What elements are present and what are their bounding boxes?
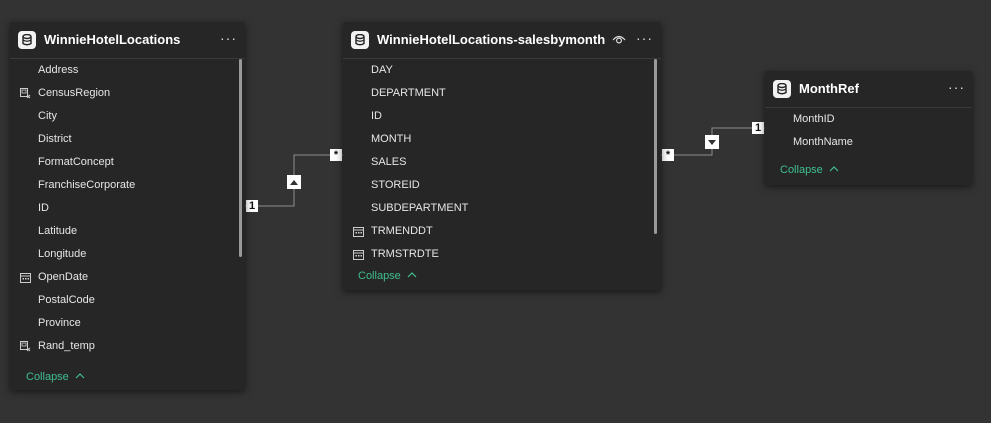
more-options-icon[interactable]: ··· (220, 30, 237, 46)
arrow-up-icon[interactable] (287, 175, 301, 189)
chevron-up-icon (407, 272, 417, 278)
field-item[interactable]: ID (38, 202, 49, 214)
field-item[interactable]: SUBDEPARTMENT (371, 202, 469, 214)
field-item[interactable]: Longitude (38, 248, 87, 260)
field-item[interactable]: Address (38, 64, 79, 76)
field-item[interactable]: SALES (371, 156, 407, 168)
field-item[interactable]: DAY (371, 64, 393, 76)
table-card-monthref[interactable]: MonthRef ··· MonthID MonthName Collapse (765, 71, 972, 185)
field-item[interactable]: MonthID (793, 113, 835, 125)
field-item[interactable]: OpenDate (10, 266, 245, 289)
field-item[interactable]: PostalCode (38, 294, 95, 306)
table-header[interactable]: MonthRef ··· (765, 71, 972, 108)
field-item[interactable]: District (38, 133, 72, 145)
field-item[interactable]: MONTH (371, 133, 412, 145)
eye-icon[interactable] (612, 33, 626, 45)
table-title: MonthRef (799, 81, 859, 96)
collapse-link[interactable]: Collapse (780, 164, 839, 176)
field-item[interactable]: Province (38, 317, 81, 329)
field-item[interactable]: ID (371, 110, 382, 122)
more-options-icon[interactable]: ··· (636, 30, 653, 46)
hierarchy-icon (20, 88, 31, 99)
calendar-icon (353, 250, 364, 260)
field-item[interactable]: DEPARTMENT (371, 87, 446, 99)
scrollbar[interactable] (239, 59, 242, 257)
cardinality-one-label[interactable]: 1 (246, 200, 258, 212)
database-icon (18, 31, 36, 49)
field-item[interactable]: Latitude (38, 225, 78, 237)
collapse-link[interactable]: Collapse (358, 270, 417, 282)
cardinality-many-label[interactable]: * (330, 149, 342, 161)
hierarchy-icon (20, 341, 31, 352)
field-item[interactable]: MonthName (793, 136, 853, 148)
database-icon (351, 31, 369, 49)
calendar-icon (353, 227, 364, 237)
table-title: WinnieHotelLocations (44, 32, 181, 47)
field-item[interactable]: FormatConcept (38, 156, 114, 168)
field-item[interactable]: STOREID (371, 179, 420, 191)
more-options-icon[interactable]: ··· (948, 79, 965, 95)
chevron-up-icon (829, 166, 839, 172)
field-item[interactable]: TRMENDDT (343, 220, 661, 243)
database-icon (773, 80, 791, 98)
table-header[interactable]: WinnieHotelLocations-salesbymonth ··· (343, 22, 661, 59)
scrollbar[interactable] (654, 59, 657, 234)
table-card-salesbymonth[interactable]: WinnieHotelLocations-salesbymonth ··· DA… (343, 22, 661, 290)
field-item[interactable]: Rand_temp (10, 335, 245, 358)
field-item[interactable]: City (38, 110, 57, 122)
field-item[interactable]: TRMSTRDTE (343, 243, 661, 266)
table-header[interactable]: WinnieHotelLocations ··· (10, 22, 245, 59)
arrow-down-icon[interactable] (705, 135, 719, 149)
calendar-icon (20, 273, 31, 283)
collapse-link[interactable]: Collapse (26, 371, 85, 383)
table-card-winniehotellocations[interactable]: WinnieHotelLocations ··· Address CensusR… (10, 22, 245, 390)
field-item[interactable]: CensusRegion (10, 82, 245, 105)
field-item[interactable]: FranchiseCorporate (38, 179, 136, 191)
table-title: WinnieHotelLocations-salesbymonth (377, 32, 606, 47)
cardinality-many-label[interactable]: * (662, 149, 674, 161)
cardinality-one-label[interactable]: 1 (752, 122, 764, 134)
chevron-up-icon (75, 373, 85, 379)
